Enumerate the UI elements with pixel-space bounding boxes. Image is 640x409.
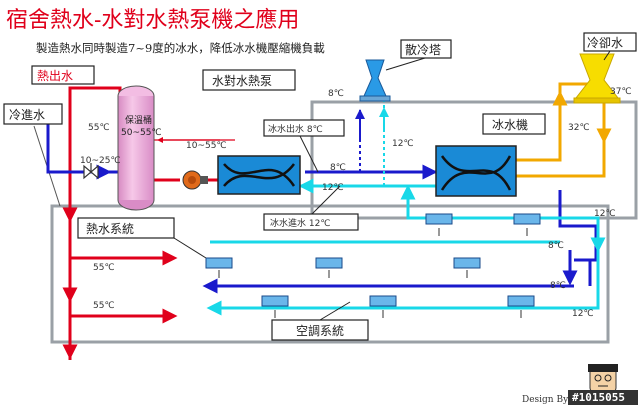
- ac-unit: [453, 257, 481, 269]
- box-hot-out: [31, 65, 95, 85]
- temp-hot-b: 55℃: [93, 301, 115, 311]
- leader-tower: [385, 57, 426, 71]
- label-chilled-tower: 冷卻水: [587, 36, 623, 50]
- tank-temp: 50~55℃: [121, 128, 162, 138]
- temp-mid-12: 12℃: [392, 139, 414, 149]
- temp-right-8a: 8℃: [548, 241, 564, 251]
- temp-hot-a: 55℃: [93, 263, 115, 273]
- page-title: 宿舍熱水-水對水熱泵機之應用: [6, 7, 299, 33]
- ac-unit: [507, 295, 535, 307]
- box-cooling-tower: [400, 39, 452, 59]
- cooling-tower-icon: [359, 59, 391, 102]
- label-chiller: 冰水機: [492, 117, 528, 132]
- label-hot-system: 熱水系統: [86, 222, 134, 236]
- temp-32: 32℃: [568, 123, 590, 133]
- ac-return-main: [210, 186, 600, 310]
- chiller-unit: [435, 145, 517, 197]
- watermark-text: #1015055: [572, 391, 625, 404]
- temp-tank-out: 55℃: [88, 123, 110, 133]
- temp-hp-8: 8℃: [330, 163, 346, 173]
- label-chilled-in: 冰水進水 12℃: [270, 217, 330, 229]
- leader-chilled-in: [311, 185, 341, 215]
- hot-water-tank: [117, 85, 155, 211]
- ac-unit: [369, 295, 397, 307]
- pump-icon: [182, 170, 208, 190]
- cond-supply: [516, 82, 590, 162]
- chiller-supply-right: [558, 190, 598, 262]
- box-hot-system: [77, 217, 175, 239]
- label-hot-out: 熱出水: [37, 69, 73, 83]
- box-chiller: [482, 113, 546, 135]
- label-chilled-out: 冰水出水 8℃: [268, 123, 323, 135]
- ac-drip-icons: [218, 228, 528, 318]
- temp-right-8b: 8℃: [550, 281, 566, 291]
- credit-text: Design By M: [522, 395, 580, 405]
- ac-unit: [513, 213, 541, 225]
- leader-hot-system: [173, 237, 207, 259]
- designer-avatar: [588, 364, 618, 393]
- leader-ac-system: [319, 301, 351, 321]
- temp-hp-12: 12℃: [322, 183, 344, 193]
- valve-icon: [83, 163, 99, 180]
- label-heat-pump: 水對水熱泵: [212, 74, 272, 88]
- box-heat-pump: [202, 69, 296, 91]
- ac-unit: [205, 257, 233, 269]
- tank-name: 保溫桶: [125, 114, 152, 126]
- watermark-bg: [568, 390, 638, 405]
- temp-cold-in: 10~25℃: [80, 156, 121, 166]
- box-cold-in: [3, 103, 63, 125]
- leader-ctower: [603, 50, 611, 61]
- ac-units: [205, 213, 541, 307]
- temp-hp-range: 10~55℃: [186, 141, 227, 151]
- heat-pump-unit: [217, 155, 301, 195]
- label-ac-system: 空調系統: [296, 324, 344, 338]
- building-lower: [50, 204, 610, 344]
- page-subtitle: 製造熱水同時製造7~9度的冰水，降低冰水機壓縮機負載: [36, 41, 325, 55]
- box-chilled-out: [263, 119, 345, 137]
- ac-unit: [315, 257, 343, 269]
- label-cold-in: 冷進水: [9, 108, 45, 122]
- box-chilled-in: [263, 213, 359, 231]
- leader-chilled-out: [299, 135, 319, 173]
- temp-top-8: 8℃: [328, 89, 344, 99]
- label-cooling-tower: 散冷塔: [405, 42, 441, 57]
- label-boxes: [3, 32, 637, 341]
- temp-37: 37℃: [610, 87, 632, 97]
- temp-right-12a: 12℃: [594, 209, 616, 219]
- chilled-tower-icon: [573, 53, 621, 104]
- ac-unit: [261, 295, 289, 307]
- temp-right-12b: 12℃: [572, 309, 594, 319]
- ac-unit: [425, 213, 453, 225]
